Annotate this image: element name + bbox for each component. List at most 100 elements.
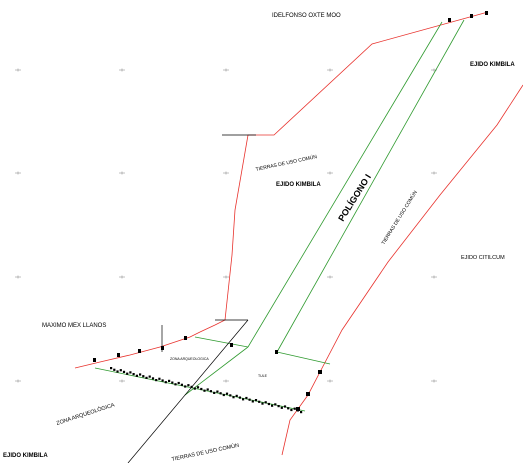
survey-point: [117, 353, 120, 357]
survey-point: [129, 371, 132, 374]
label-ejido-kimbila-sw: EJIDO KIMBILA: [3, 453, 48, 459]
survey-point: [196, 386, 200, 389]
label-ejido-citilcum: EJIDO CITILCUM: [461, 255, 505, 261]
survey-point: [275, 350, 278, 354]
green-diag: [184, 346, 249, 396]
survey-point: [306, 392, 310, 396]
survey-point: [222, 393, 225, 397]
survey-point: [135, 374, 138, 377]
survey-point: [168, 379, 171, 382]
grid-cross: [327, 68, 333, 72]
label-tierras-uso-comun-center: TIERRAS DE USO COMÚN: [255, 153, 318, 173]
label-small-center: TULE: [258, 374, 268, 378]
survey-point: [300, 411, 303, 414]
label-maximo: MAXIMO MEX LLANOS: [42, 323, 106, 329]
survey-points: [93, 11, 488, 411]
grid-cross: [15, 171, 21, 175]
survey-point: [235, 394, 238, 397]
survey-point: [280, 406, 283, 409]
grid-cross: [223, 379, 229, 383]
survey-point: [318, 370, 322, 374]
green-cross-right: [276, 351, 331, 365]
grid-cross: [15, 68, 21, 72]
label-ejido-kimbila-center: EJIDO KIMBILA: [276, 182, 321, 188]
survey-point: [267, 402, 270, 406]
grid-cross: [431, 379, 437, 383]
survey-point: [148, 375, 151, 378]
survey-point: [290, 408, 293, 412]
survey-point: [180, 383, 183, 386]
survey-point: [283, 405, 287, 408]
survey-point: [258, 400, 261, 403]
survey-point: [245, 396, 248, 400]
label-zona-arqueologica: ZONA ARQUEOLÓGICA: [55, 401, 115, 427]
black-long-diagonal: [127, 319, 249, 463]
label-tierras-uso-comun-diag: TIERRAS DE USO COMÚN: [380, 189, 419, 246]
survey-point: [155, 379, 158, 382]
grid-cross: [15, 275, 21, 279]
red-boundaries: [74, 11, 523, 456]
survey-point: [213, 391, 216, 394]
grid-cross: [223, 275, 229, 279]
green-cross-left: [194, 336, 249, 348]
survey-point: [126, 372, 129, 375]
grid-cross: [431, 275, 437, 279]
survey-point: [203, 389, 206, 392]
grid-cross: [119, 171, 125, 175]
grid-cross: [327, 171, 333, 175]
label-poligono: POLÍGONO I: [336, 172, 373, 223]
grid-cross: [327, 379, 333, 383]
grid-crosses: [15, 68, 437, 383]
survey-point: [251, 400, 254, 403]
survey-point: [116, 370, 119, 373]
survey-point: [238, 396, 241, 399]
survey-point: [142, 375, 145, 378]
survey-point: [287, 407, 290, 410]
survey-point: [187, 384, 190, 387]
survey-point: [158, 377, 161, 380]
label-ejido-kimbila-ne: EJIDO KIMBILA: [470, 62, 515, 68]
survey-point: [93, 358, 96, 362]
survey-point: [274, 403, 277, 406]
survey-point: [164, 381, 167, 384]
survey-point: [470, 14, 473, 18]
grid-cross: [431, 171, 437, 175]
survey-point: [264, 401, 267, 404]
grid-cross: [119, 379, 125, 383]
survey-point: [485, 11, 488, 15]
green-polygon: [94, 19, 465, 412]
survey-point: [113, 368, 116, 371]
survey-point: [174, 383, 177, 386]
survey-point: [242, 398, 245, 401]
survey-point: [138, 349, 141, 353]
black-lines: [127, 134, 256, 463]
survey-point: [261, 402, 264, 405]
survey-point: [230, 343, 233, 347]
survey-point: [161, 346, 164, 350]
survey-point-cluster: [110, 367, 303, 414]
survey-point: [229, 394, 232, 397]
label-ildefonso: IDELFONSO OXTE MOO: [272, 13, 341, 19]
survey-point: [293, 407, 296, 410]
survey-point: [145, 376, 148, 379]
survey-point: [254, 399, 258, 402]
survey-point: [184, 336, 187, 340]
survey-point: [161, 379, 164, 382]
survey-point: [248, 398, 251, 401]
survey-point: [119, 369, 122, 372]
survey-point: [151, 377, 155, 380]
survey-point: [110, 367, 113, 370]
red-boundary-main: [74, 11, 489, 369]
green-right-edge: [276, 19, 465, 353]
survey-point: [296, 409, 299, 412]
grid-cross: [223, 171, 229, 175]
survey-point: [448, 18, 451, 22]
survey-point: [190, 385, 193, 388]
survey-point: [171, 381, 174, 384]
survey-point: [219, 392, 222, 395]
survey-point: [132, 373, 135, 376]
survey-point: [216, 390, 219, 393]
survey-point: [177, 381, 180, 385]
